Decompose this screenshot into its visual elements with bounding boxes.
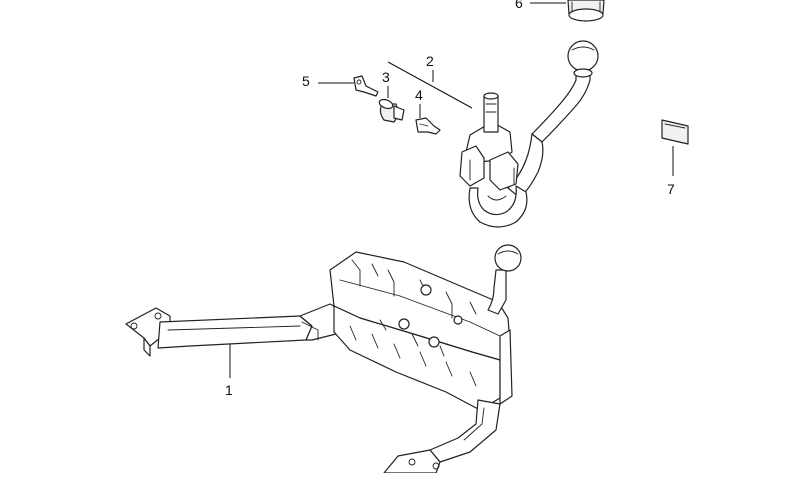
part-2-tow-ball-neck[interactable] xyxy=(459,40,599,228)
label-7: 7 xyxy=(667,181,675,197)
label-6-group: 6 xyxy=(515,0,566,11)
label-7-group: 7 xyxy=(667,146,675,197)
part-6-sleeve[interactable] xyxy=(567,0,605,22)
part-1-crossmember[interactable] xyxy=(125,244,522,474)
part-3-lock-cylinder[interactable] xyxy=(378,98,405,123)
label-2: 2 xyxy=(426,53,434,69)
label-4-group: 4 xyxy=(415,87,423,118)
label-5: 5 xyxy=(302,73,310,89)
label-6: 6 xyxy=(515,0,523,11)
part-5-key[interactable] xyxy=(353,75,379,97)
label-5-group: 5 xyxy=(302,73,354,89)
label-1: 1 xyxy=(225,382,233,398)
label-3: 3 xyxy=(382,69,390,85)
label-4: 4 xyxy=(415,87,423,103)
part-7-plate[interactable] xyxy=(661,119,689,145)
label-2-group: 2 xyxy=(387,53,473,109)
label-3-group: 3 xyxy=(382,69,390,98)
part-4-insert[interactable] xyxy=(415,117,441,135)
label-1-group: 1 xyxy=(225,344,233,398)
